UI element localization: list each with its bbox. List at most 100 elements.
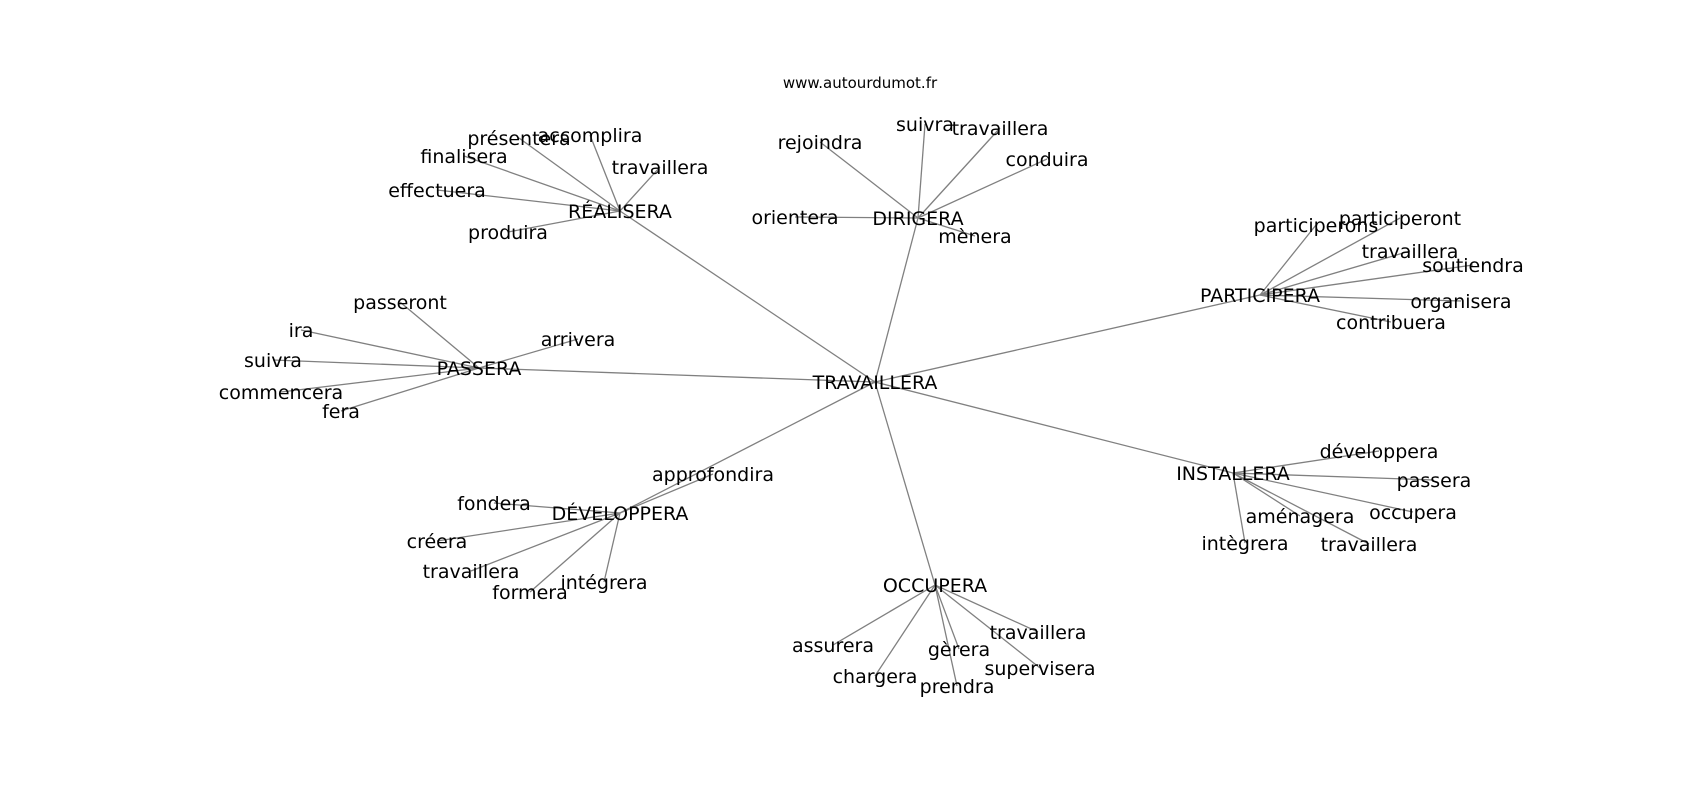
edge-cluster-1-leaf-6 [507,210,621,233]
root-node-label: TRAVAILLERA [812,372,938,394]
leaf-node-label: créera [407,531,468,553]
edge-root-1 [619,210,876,383]
leaf-node-label: contribuera [1336,312,1446,334]
edge-cluster-7-leaf-6 [934,584,958,687]
edge-cluster-3-leaf-4 [1259,264,1474,296]
edge-cluster-7-leaf-5 [874,584,936,677]
cluster-node-label: PARTICIPERA [1200,285,1320,307]
edge-cluster-6-leaf-6 [1232,472,1370,545]
edge-cluster-5-leaf-3 [436,512,621,542]
cluster-node-label: PASSERA [437,358,522,380]
leaf-node-label: suivra [244,350,302,372]
leaf-node-label: fera [322,401,360,423]
edge-root-3 [874,294,1261,383]
edge-cluster-2-leaf-4 [917,158,1048,219]
edge-cluster-4-leaf-4 [272,359,480,369]
leaf-node-label: ira [289,320,314,342]
edge-cluster-3-leaf-6 [1259,294,1392,323]
edge-cluster-6-leaf-4 [1232,472,1414,513]
edge-cluster-4-leaf-6 [340,367,480,412]
leaf-node-label: passera [1397,470,1472,492]
edge-cluster-4-leaf-3 [478,338,579,369]
edge-cluster-1-leaf-4 [619,166,661,212]
edge-cluster-6-leaf-1 [1232,450,1380,474]
leaf-node-label: finalisera [420,146,507,168]
edge-root-7 [874,381,936,586]
leaf-node-label: effectuera [388,180,486,202]
leaf-node-label: travaillera [990,622,1087,644]
cluster-node-label: RÉALISERA [568,200,672,223]
edge-cluster-2-leaf-3 [819,141,919,219]
leaf-node-label: suivra [896,114,954,136]
edge-cluster-5-leaf-5 [603,512,621,583]
leaf-node-label: participerons [1254,215,1379,237]
cluster-node-label: OCCUPERA [883,575,987,597]
leaf-node-label: prendra [920,676,995,698]
leaf-node-label: arrivera [541,329,616,351]
cluster-node-label: DIRIGERA [872,208,963,230]
leaf-node-label: développera [1320,441,1439,463]
leaf-node-label: conduira [1006,149,1089,171]
edge-cluster-3-leaf-5 [1259,294,1462,302]
leaf-node-label: travaillera [423,561,520,583]
graph-labels: TRAVAILLERA RÉALISERA accompliraprésentera… [219,114,1524,698]
edge-cluster-7-leaf-3 [934,584,960,650]
edge-cluster-6-leaf-3 [1232,472,1301,517]
graph-edges [272,123,1474,687]
edge-cluster-3-leaf-3 [1259,250,1411,296]
leaf-node-label: mènera [938,226,1011,248]
leaf-node-label: travaillera [952,118,1049,140]
leaf-node-label: rejoindra [778,132,863,154]
edge-cluster-7-leaf-4 [934,584,1041,669]
leaf-node-label: occupera [1369,502,1457,524]
edge-cluster-5-leaf-4 [470,512,621,572]
leaf-node-label: aménagera [1246,506,1355,528]
edge-cluster-4-leaf-5 [280,367,480,393]
edge-cluster-4-leaf-1 [399,301,480,369]
site-watermark: www.autourdumot.fr [783,74,938,92]
leaf-node-label: gèrera [928,639,990,661]
edge-root-2 [874,217,919,383]
leaf-node-label: travaillera [1362,241,1459,263]
edge-cluster-6-leaf-2 [1232,472,1435,481]
edge-cluster-5-leaf-6 [529,512,621,593]
edge-cluster-5-leaf-1 [619,473,714,514]
edge-cluster-6-leaf-5 [1232,472,1246,544]
edge-root-6 [874,381,1234,474]
leaf-node-label: passeront [353,292,447,314]
edge-cluster-5-leaf-2 [493,502,621,514]
leaf-node-label: travaillera [1321,534,1418,556]
edge-cluster-2-leaf-1 [917,123,926,219]
leaf-node-label: chargera [833,666,918,688]
leaf-node-label: approfondira [652,464,774,486]
leaf-node-label: fondera [457,493,531,515]
edge-cluster-2-leaf-2 [917,127,1001,219]
edge-root-4 [478,367,876,383]
leaf-node-label: participeront [1339,208,1461,230]
cluster-node-label: INSTALLERA [1176,463,1290,485]
leaf-node-label: intègrera [1201,533,1288,555]
edge-root-5 [619,381,876,514]
edge-cluster-1-leaf-5 [436,189,621,212]
leaf-node-label: supervisera [984,658,1095,680]
cluster-node-label: DÉVELOPPERA [552,502,689,525]
leaf-node-label: organisera [1410,291,1511,313]
leaf-node-label: intégrera [560,572,647,594]
leaf-node-label: soutiendra [1422,255,1524,277]
edge-cluster-7-leaf-2 [832,584,936,646]
leaf-node-label: formera [492,582,567,604]
edge-cluster-2-leaf-5 [794,216,919,219]
leaf-node-label: orientera [751,207,838,229]
edge-cluster-4-leaf-2 [300,329,480,369]
edge-cluster-1-leaf-3 [463,155,621,212]
leaf-node-label: présentera [467,128,570,150]
leaf-node-label: travaillera [612,157,709,179]
edge-cluster-7-leaf-1 [934,584,1039,633]
leaf-node-label: accomplira [538,125,643,147]
leaf-node-label: commencera [219,382,343,404]
edge-cluster-1-leaf-1 [589,134,621,212]
leaf-node-label: assurera [792,635,874,657]
edge-cluster-2-leaf-6 [917,217,976,237]
leaf-node-label: produira [468,222,548,244]
